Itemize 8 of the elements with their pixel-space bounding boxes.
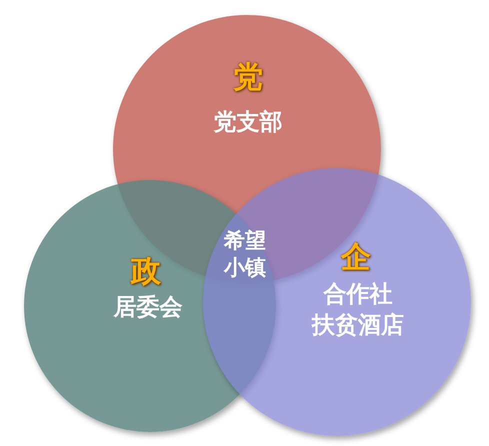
circle-title: 政 xyxy=(131,257,161,287)
center-label: 希望小镇 xyxy=(222,226,267,282)
circle-title: 党 xyxy=(233,63,263,93)
circle-label: 党支部 xyxy=(214,110,282,134)
circle-label: 合作社 xyxy=(324,282,392,306)
circle-title: 企 xyxy=(341,243,371,273)
circle-label: 居委会 xyxy=(114,296,182,318)
circle-label: 扶贫酒店 xyxy=(312,314,404,336)
